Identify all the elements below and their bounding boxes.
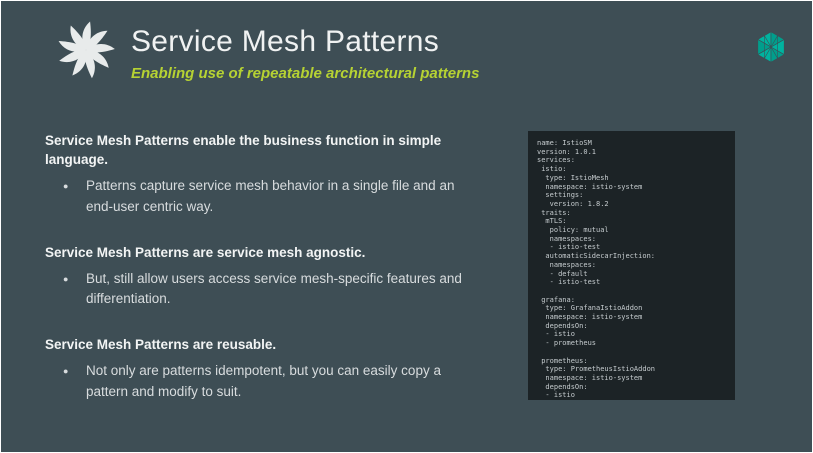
section-simple-language: Service Mesh Patterns enable the busines… [45, 132, 477, 218]
yaml-code-panel: name: IstioSM version: 1.0.1 services: i… [528, 131, 735, 400]
section-heading: Service Mesh Patterns are reusable. [45, 337, 277, 353]
bullet-text: Patterns capture service mesh behavior i… [86, 177, 455, 214]
slide-subtitle: Enabling use of repeatable architectural… [131, 65, 480, 82]
title-block: Service Mesh Patterns Enabling use of re… [131, 24, 479, 82]
section-heading: Service Mesh Patterns are service mesh a… [45, 244, 366, 260]
pinwheel-spiral-logo-icon [52, 16, 120, 84]
content-column: Service Mesh Patterns enable the busines… [45, 132, 477, 429]
slide-title: Service Mesh Patterns [131, 25, 440, 58]
bullet-dot-icon: ● [63, 180, 69, 191]
list-item: ● Patterns capture service mesh behavior… [45, 176, 477, 218]
section-reusable: Service Mesh Patterns are reusable. ● No… [45, 336, 477, 403]
list-item: ● Not only are patterns idempotent, but … [45, 361, 477, 403]
bullet-dot-icon: ● [63, 366, 69, 377]
section-heading: Service Mesh Patterns enable the busines… [45, 133, 442, 167]
section-mesh-agnostic: Service Mesh Patterns are service mesh a… [45, 244, 477, 311]
mesh-hexagon-logo-icon [752, 28, 790, 66]
bullet-text: Not only are patterns idempotent, but yo… [86, 363, 441, 400]
bullet-text: But, still allow users access service me… [86, 270, 462, 307]
bullet-dot-icon: ● [63, 273, 69, 284]
list-item: ● But, still allow users access service … [45, 269, 477, 311]
